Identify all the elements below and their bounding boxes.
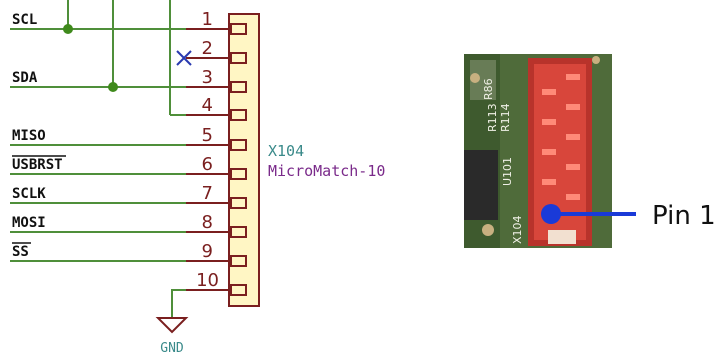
silk-r114: R114: [499, 103, 512, 132]
net-label-ss: SS: [12, 244, 29, 260]
connector-body: [228, 13, 260, 307]
pcb-silkscreen: R113 R114 U101 X104 R86: [482, 78, 524, 244]
pcb-photo: R113 R114 U101 X104 R86: [464, 54, 612, 248]
net-label-sda: SDA: [12, 70, 38, 86]
pin-number-7: 7: [202, 183, 213, 204]
net-label-sclk: SCLK: [12, 186, 46, 202]
gnd-wire: [171, 289, 186, 318]
silk-x104: X104: [511, 215, 524, 244]
pin-numbers: 1 2 3 4 5 6 7 8 9 10: [196, 9, 219, 291]
pcb-connector-pins: [542, 74, 580, 200]
net-labels: SCL SDA MISO USBRST SCLK MOSI SS: [12, 12, 63, 260]
pin-number-10: 10: [196, 270, 219, 291]
pin-number-1: 1: [202, 9, 213, 30]
silk-r113: R113: [486, 103, 499, 132]
pin-number-4: 4: [202, 95, 213, 116]
connector-contacts: [230, 23, 247, 296]
scl-junction: [63, 24, 73, 34]
pin-number-6: 6: [202, 154, 213, 175]
net-label-miso: MISO: [12, 128, 46, 144]
pin-number-9: 9: [202, 241, 213, 262]
pin-number-8: 8: [202, 212, 213, 233]
gnd-label: GND: [160, 341, 184, 356]
sda-junction: [108, 82, 118, 92]
pcb-chip: [464, 150, 498, 220]
gnd-symbol: [155, 317, 189, 334]
net-label-scl: SCL: [12, 12, 37, 28]
silk-u101: U101: [501, 157, 514, 186]
net-label-mosi: MOSI: [12, 215, 46, 231]
pin-number-5: 5: [202, 125, 213, 146]
connector-value: MicroMatch-10: [268, 162, 385, 180]
net-label-usbrst: USBRST: [12, 157, 63, 173]
pin-number-3: 3: [202, 67, 213, 88]
connector-ref: X104: [268, 142, 304, 160]
wires: [10, 0, 186, 318]
pin1-callout-label: Pin 1: [652, 201, 716, 231]
no-connect-marker: [176, 50, 192, 66]
silk-r86: R86: [482, 78, 495, 100]
pin-number-2: 2: [202, 38, 213, 59]
